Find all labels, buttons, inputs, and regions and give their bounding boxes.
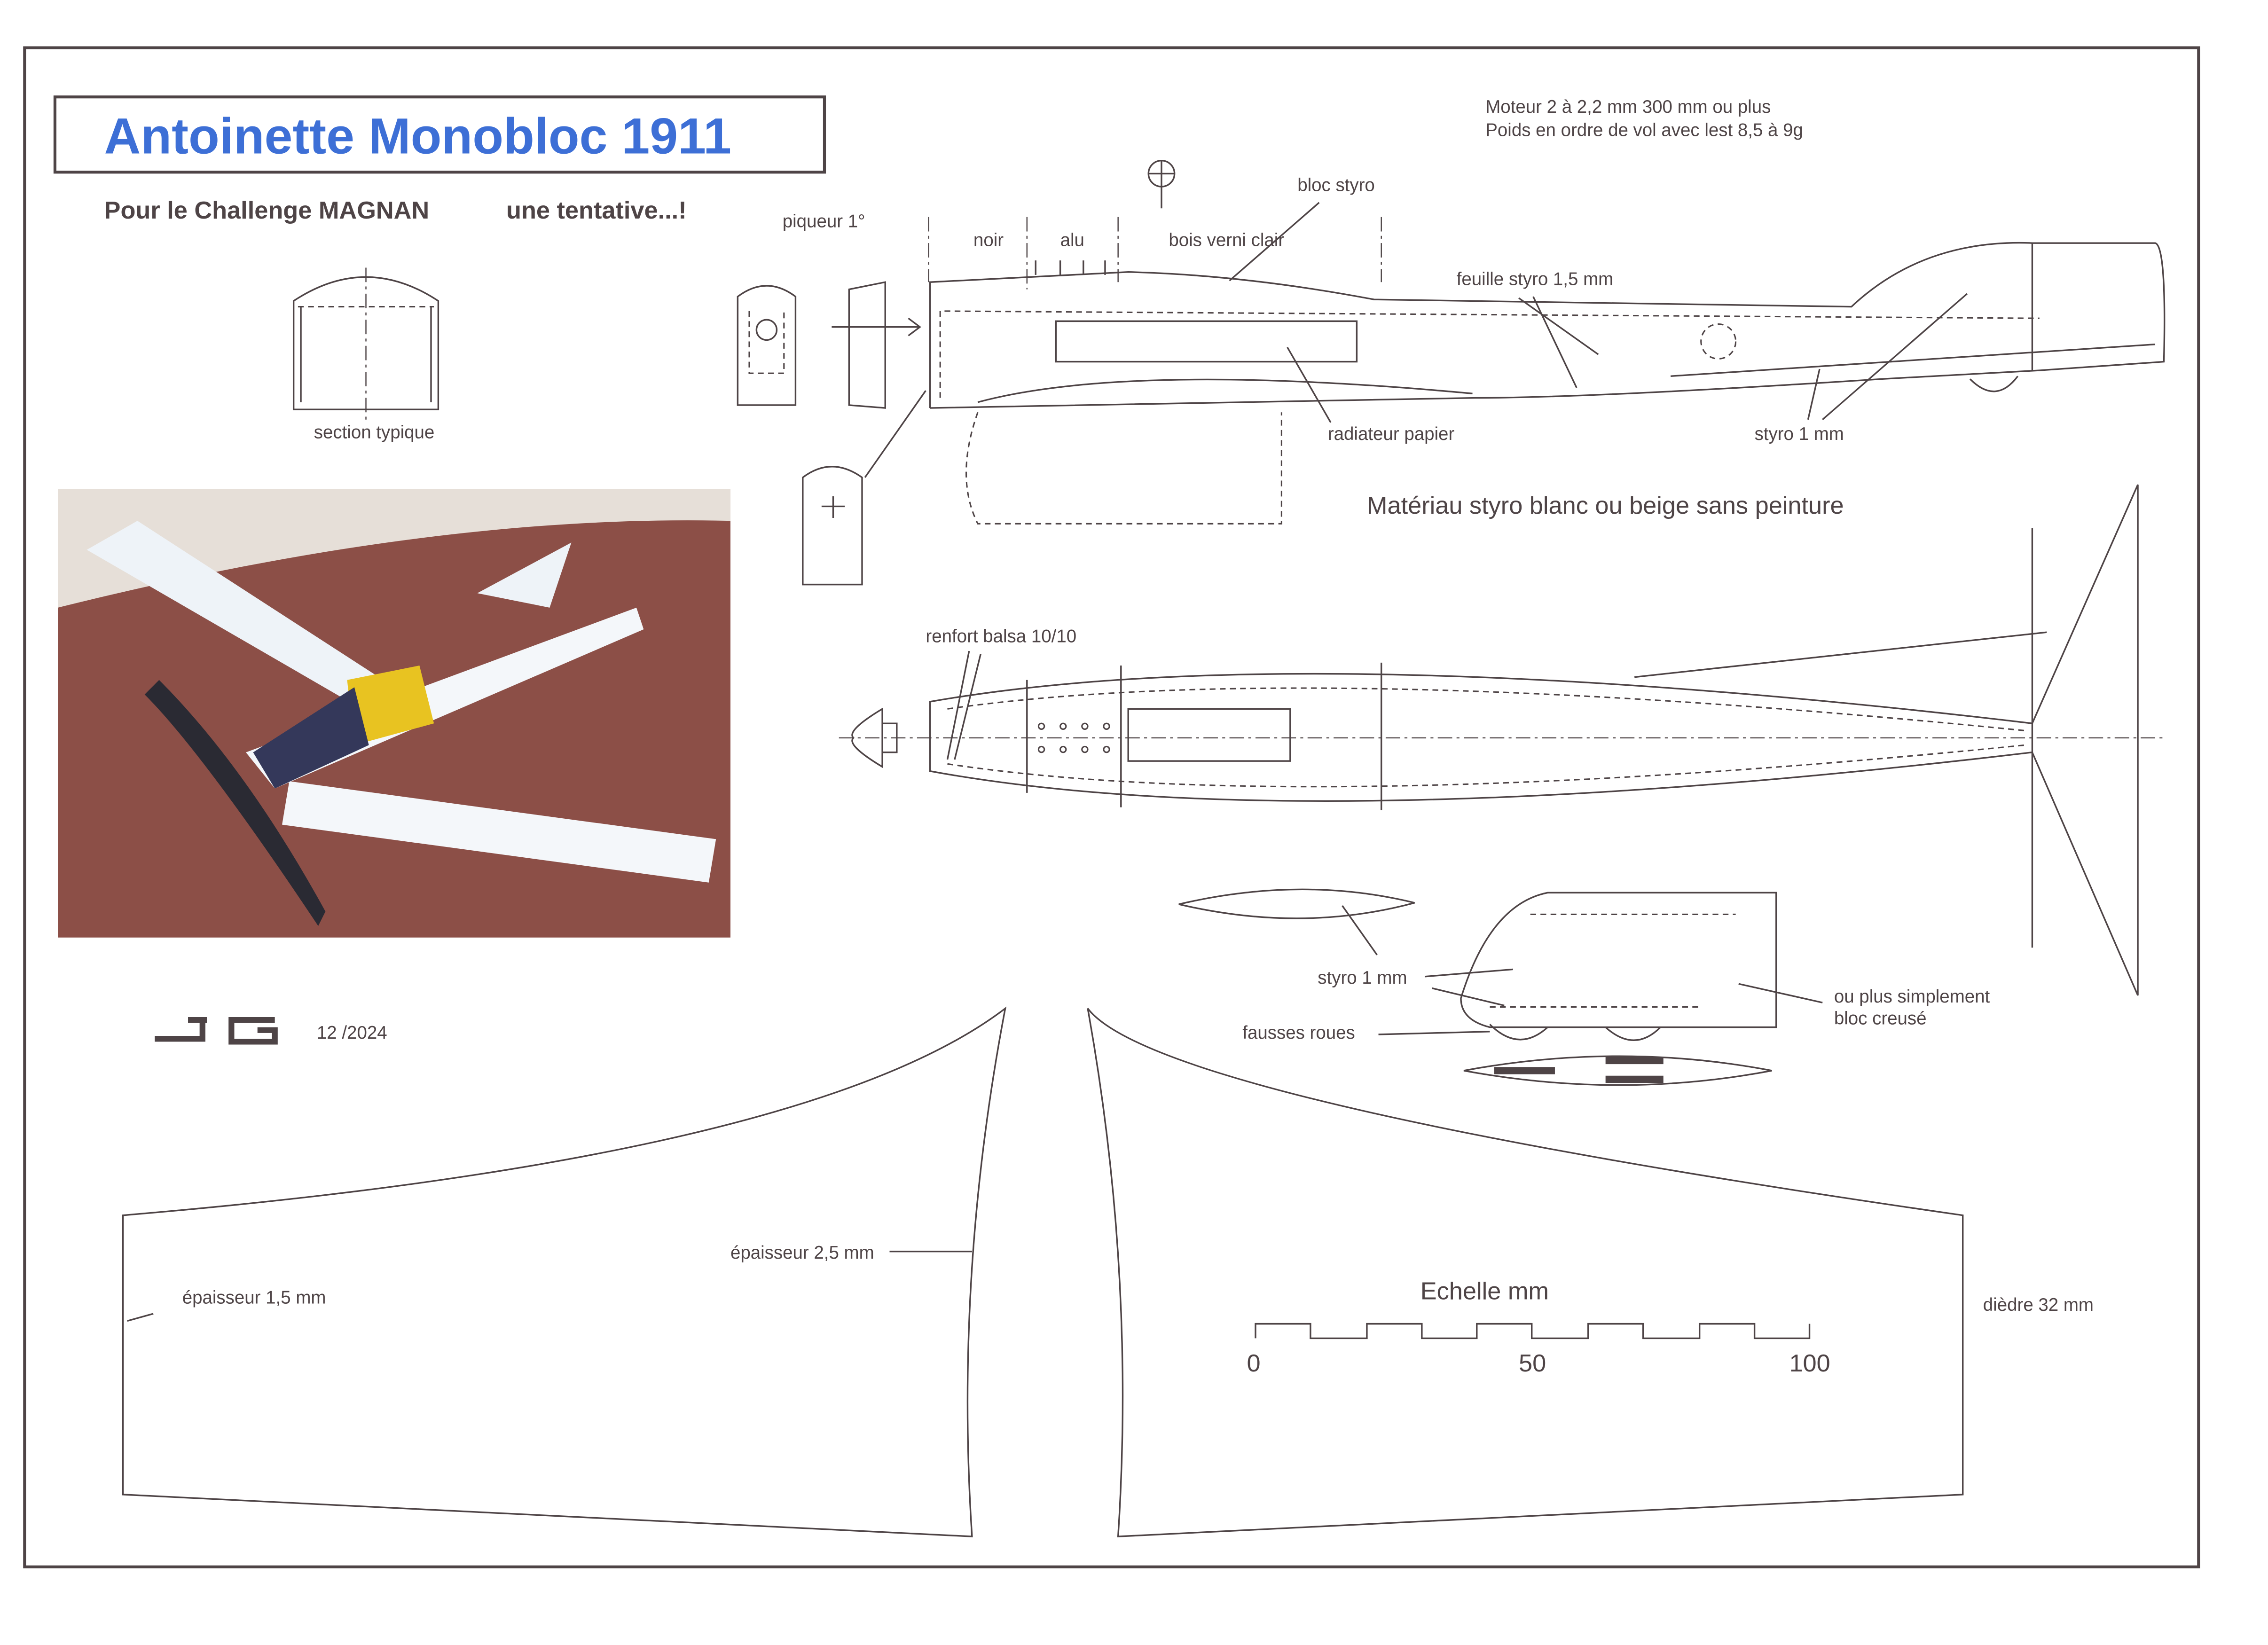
- spec-motor: Moteur 2 à 2,2 mm 300 mm ou plus: [1485, 97, 1771, 117]
- spec-weight: Poids en ordre de vol avec lest 8,5 à 9g: [1485, 120, 1803, 140]
- label-bois: bois verni clair: [1169, 230, 1284, 250]
- label-bloc-styro: bloc styro: [1297, 175, 1375, 195]
- label-radiateur: radiateur papier: [1328, 424, 1455, 444]
- label-piqueur: piqueur 1°: [783, 211, 865, 231]
- side-view-drawing: [928, 159, 2166, 525]
- typical-section-drawing: [292, 267, 439, 420]
- wing-right-drawing: [1087, 1008, 1964, 1537]
- page-title: Antoinette Monobloc 1911: [104, 107, 731, 164]
- label-creuse-1: ou plus simplement: [1834, 987, 1990, 1007]
- scale-tick-0: 0: [1247, 1350, 1261, 1377]
- subtitle-challenge: Pour le Challenge MAGNAN: [104, 197, 430, 224]
- label-feuille: feuille styro 1,5 mm: [1457, 269, 1613, 289]
- scale-tick-100: 100: [1789, 1350, 1830, 1377]
- label-alu: alu: [1060, 230, 1084, 250]
- label-creuse-2: bloc creusé: [1834, 1008, 1927, 1028]
- label-epaisseur-2-5: épaisseur 2,5 mm: [730, 1243, 874, 1263]
- date-label: 12 /2024: [317, 1023, 387, 1043]
- wheel-fairing-drawing: [1178, 888, 1823, 1086]
- label-noir: noir: [973, 230, 1004, 250]
- label-diedre: dièdre 32 mm: [1983, 1295, 2094, 1315]
- label-section: section typique: [314, 423, 435, 443]
- title-box: [53, 95, 826, 174]
- model-photo: [58, 489, 730, 938]
- label-epaisseur-1-5: épaisseur 1,5 mm: [182, 1288, 326, 1308]
- label-styro-side: styro 1 mm: [1755, 424, 1844, 444]
- wing-left-drawing: [122, 1006, 1007, 1537]
- label-renfort: renfort balsa 10/10: [926, 627, 1076, 647]
- scale-title: Echelle mm: [1420, 1277, 1549, 1305]
- label-materiau: Matériau styro blanc ou beige sans peint…: [1367, 492, 1844, 519]
- subtitle-attempt: une tentative...!: [506, 197, 687, 224]
- scale-bar: [1255, 1323, 1811, 1340]
- label-styro-wheel: styro 1 mm: [1318, 968, 1407, 988]
- nose-parts: [737, 281, 926, 586]
- scale-tick-50: 50: [1519, 1350, 1546, 1377]
- top-view-drawing: [839, 484, 2163, 996]
- label-fausses-roues: fausses roues: [1242, 1023, 1355, 1043]
- signature-logo: [155, 1017, 278, 1045]
- sheet-border: [23, 46, 2200, 1568]
